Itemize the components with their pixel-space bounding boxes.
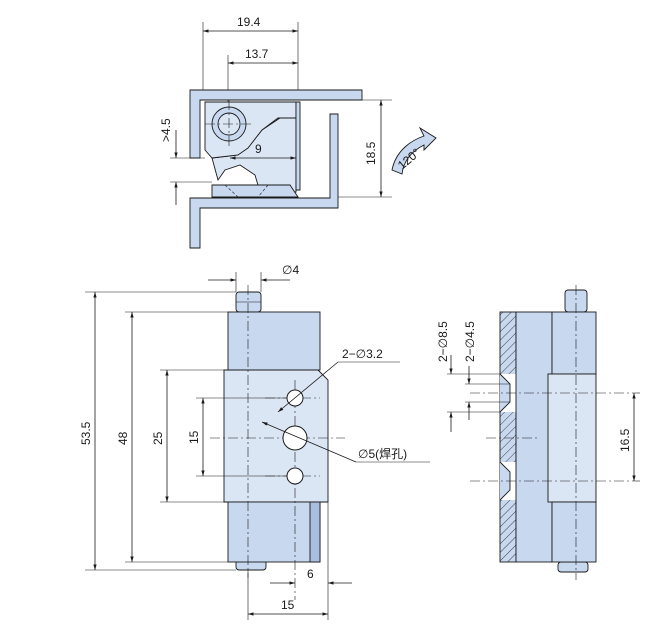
dim-countersink-inner: 2−∅4.5 [463,321,477,362]
hatched-plate [499,311,517,563]
dim-width: 15 [281,598,295,612]
dim-offset: 9 [255,142,262,156]
dim-weld-hole: ∅5(焊孔) [358,446,407,461]
dim-pin-dia: ∅4 [282,263,299,277]
lower-knuckle [227,501,321,563]
dim-total-height: 53.5 [79,421,93,445]
side-pin-bottom [557,561,589,573]
front-view: ∅4 53.5 48 25 15 2−∅3.2 ∅5(焊孔) 6 [79,263,430,620]
weld-hole [282,425,308,451]
lower-leaf [211,184,299,198]
dim-small-holes: 2−∅3.2 [342,347,383,361]
side-lower-knuckle [551,501,597,563]
bottom-bracket [189,113,339,249]
leaf-plate [223,369,329,503]
dim-width-inner: 13.7 [245,47,269,61]
dim-countersink-outer: 2−∅8.5 [436,321,450,362]
small-hole-bottom [286,467,304,485]
side-view: 2−∅8.5 2−∅4.5 16.5 [436,285,640,580]
upper-knuckle [227,311,321,371]
dim-hole-pitch: 15 [187,430,201,444]
dim-gap: >4.5 [159,118,173,142]
side-upper-knuckle [551,311,597,375]
top-view: 19.4 13.7 >4.5 9 18.5 [159,15,437,249]
side-middle-knuckle [547,373,597,503]
dim-side-hole-pitch: 16.5 [618,428,632,452]
rotation-arrow-icon: 120° [391,126,437,175]
dim-width-outer: 19.4 [237,15,261,29]
side-plate-face [515,311,553,563]
dim-body-height: 48 [116,431,130,445]
dim-plate-height: 25 [151,431,165,445]
dim-edge-offset: 6 [307,567,314,581]
dim-height: 18.5 [364,141,378,165]
